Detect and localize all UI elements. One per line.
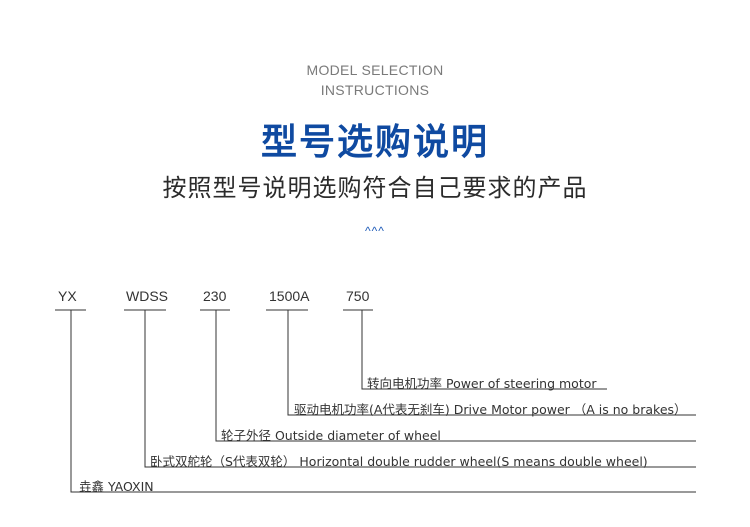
code-part-1500a: 1500A [269,288,310,304]
code-part-750: 750 [346,288,370,304]
code-part-yx: YX [58,288,77,304]
english-heading-line-1: MODEL SELECTION [306,62,444,78]
line-steering-motor [361,310,607,390]
legend-brand: 垚鑫 YAOXIN [79,479,154,494]
line-brand [70,310,696,493]
line-wheel-type [144,310,696,468]
legend-wheel-type: 卧式双舵轮（S代表双轮） Horizontal double rudder wh… [150,454,648,469]
legend-steering-motor: 转向电机功率 Power of steering motor [367,376,597,391]
page-title: 型号选购说明 [260,122,489,163]
page-description: 按照型号说明选购符合自己要求的产品 [162,174,588,202]
code-part-230: 230 [203,288,227,304]
legend-wheel-diameter: 轮子外径 Outside diameter of wheel [221,428,441,443]
line-wheel-diameter [215,310,696,442]
decoration-arrows: ^^^ [365,224,385,238]
english-heading-line-2: INSTRUCTIONS [320,82,430,98]
legend-drive-motor: 驱动电机功率(A代表无刹车) Drive Motor power （A is n… [294,402,687,417]
line-drive-motor [287,310,696,416]
code-part-wdss: WDSS [126,288,168,304]
